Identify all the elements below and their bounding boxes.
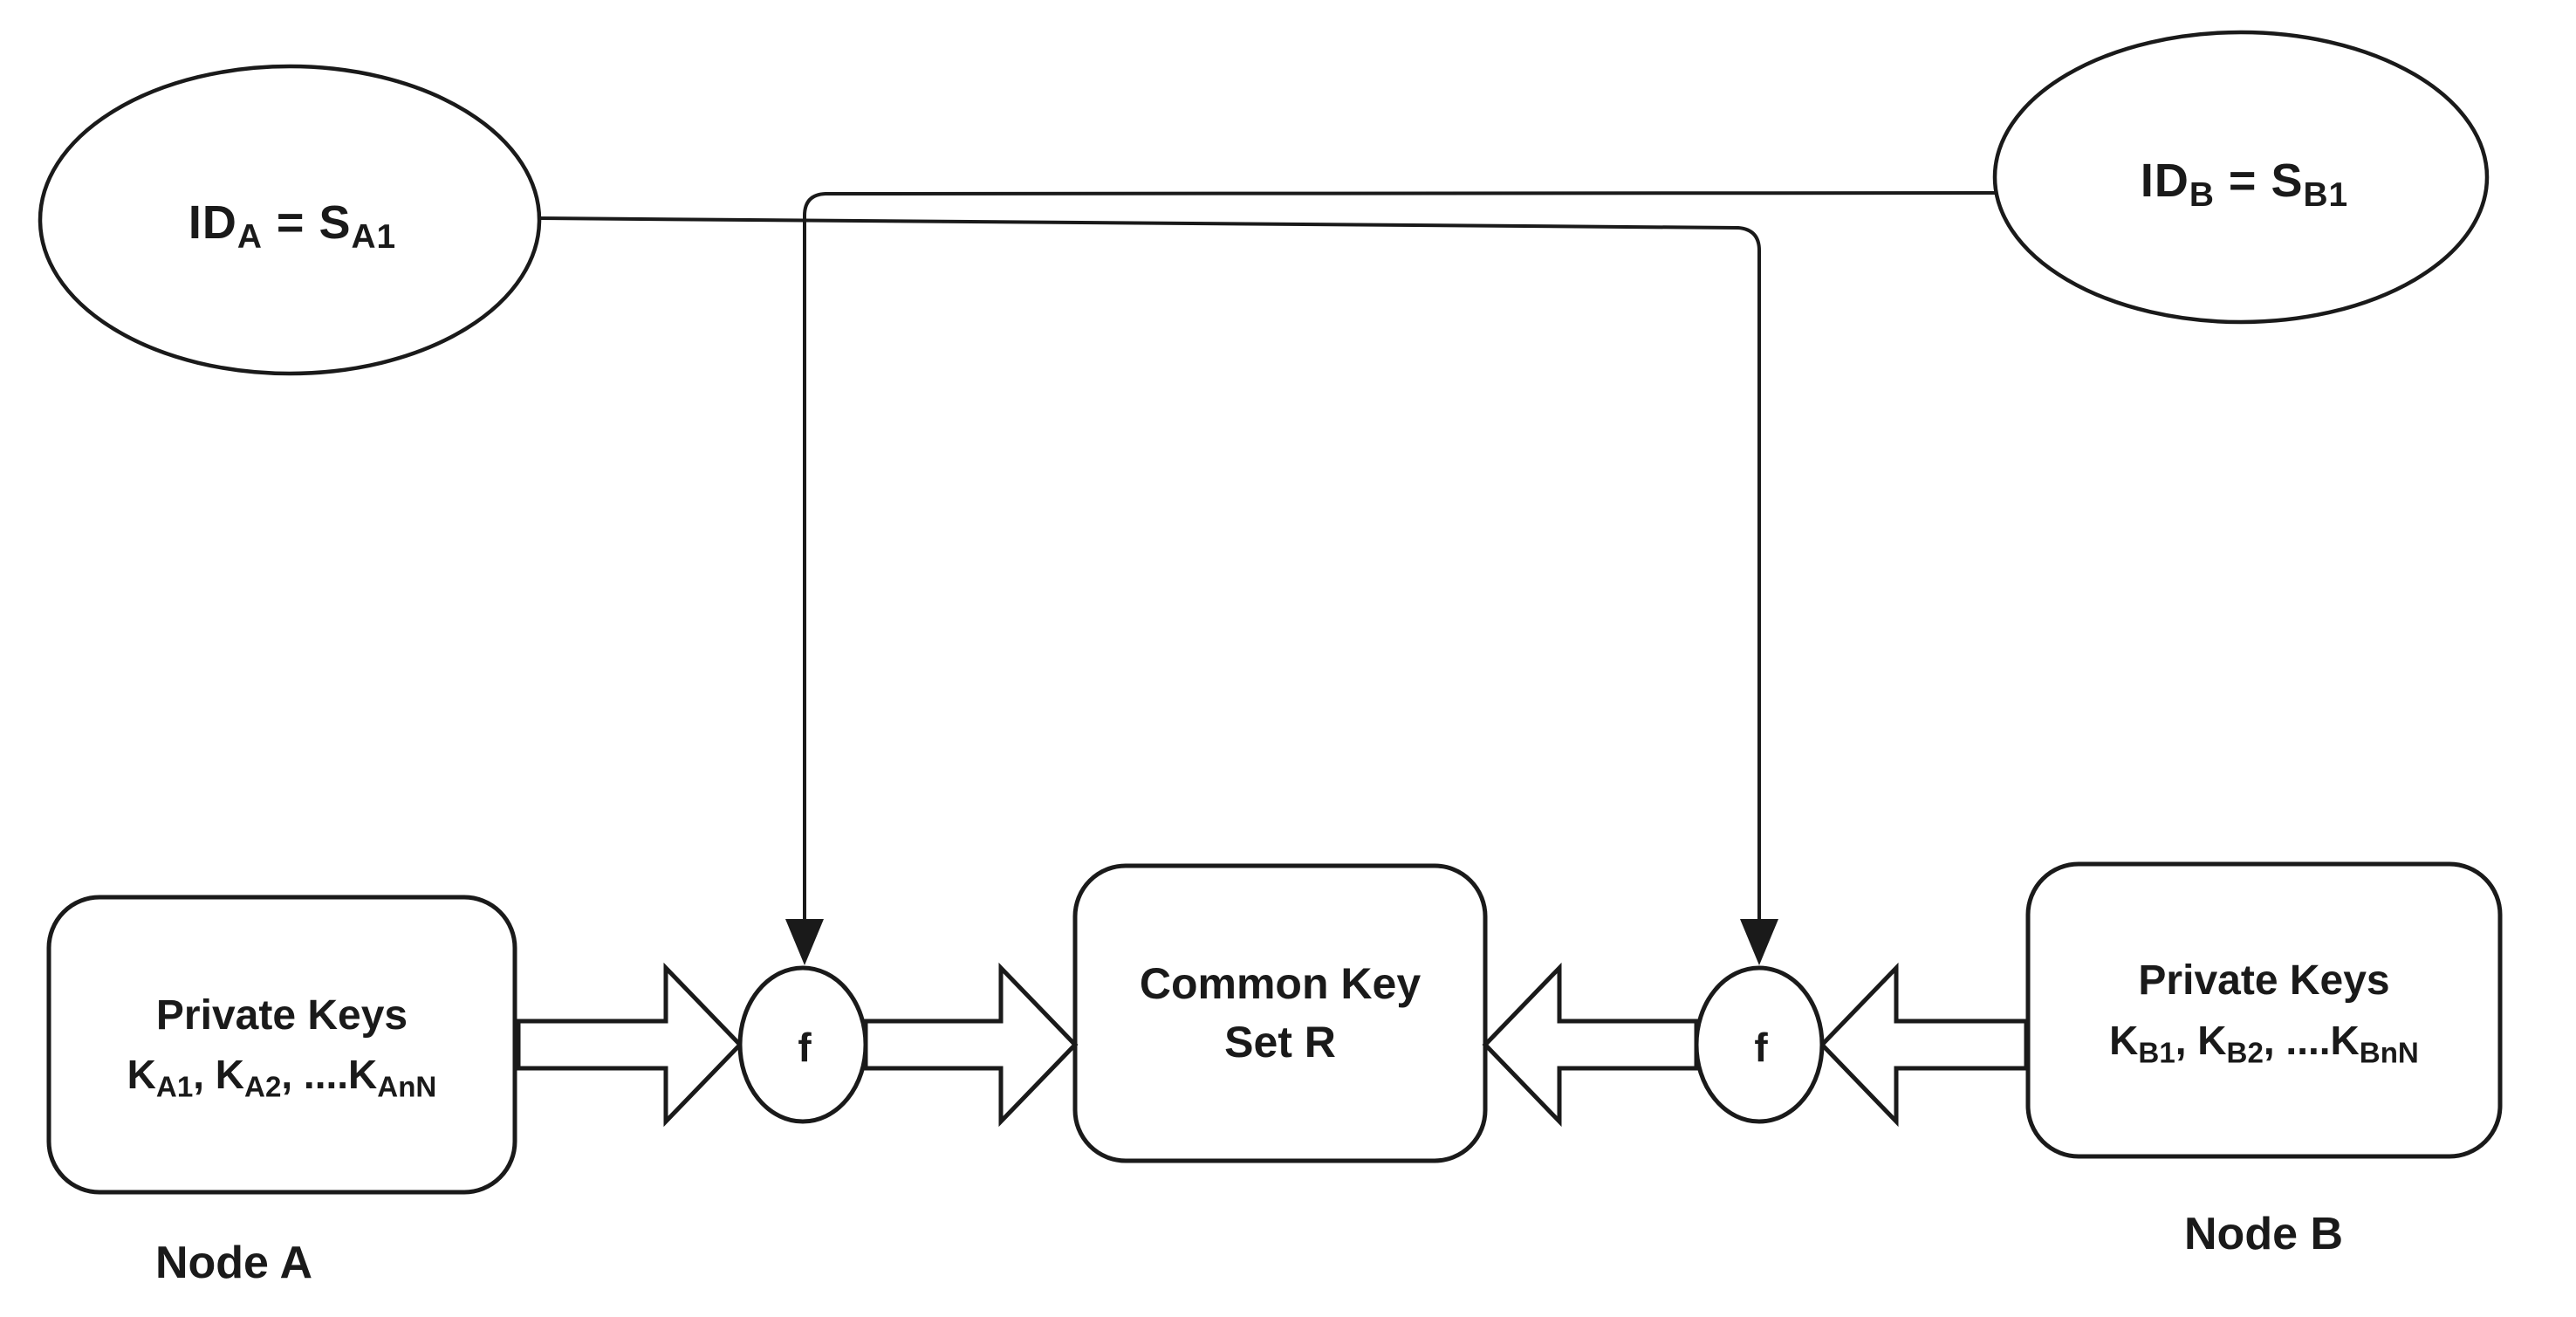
node-a-caption: Node A: [154, 1238, 313, 1288]
f-circle-right: [1694, 965, 1825, 1124]
id-b-sub: B: [2189, 175, 2215, 214]
id-b-ellipse: [1992, 30, 2490, 325]
keys-a-s1: A1: [155, 1071, 194, 1104]
keys-b-sep2: , ....: [2263, 1017, 2331, 1063]
id-b-equals: =: [2214, 154, 2271, 207]
f-left-label: f: [798, 1025, 812, 1070]
id-b-base: ID: [2140, 154, 2189, 207]
block-arrow-f-to-commonbox-right: [1482, 962, 1699, 1128]
line-ida-to-f-right: [534, 216, 1761, 923]
keys-a-s2: A2: [244, 1071, 282, 1104]
private-keys-b-box: [2025, 861, 2503, 1159]
id-a-s: S: [319, 196, 352, 249]
id-b-s: S: [2271, 154, 2304, 207]
common-key-line1: Common Key: [1139, 958, 1422, 1008]
id-a-s-sub: A1: [351, 217, 397, 256]
keys-a-k1: K: [127, 1052, 156, 1098]
keys-a-k2: K: [215, 1052, 245, 1098]
line-idb-to-f-left: [803, 191, 1997, 923]
f-right-label: f: [1754, 1025, 1768, 1070]
private-keys-b-text: Private Keys KB1, KB2, ....KBnN: [2028, 864, 2500, 1156]
private-keys-a-box: [46, 895, 517, 1195]
private-keys-b-list: KB1, KB2, ....KBnN: [2109, 1012, 2419, 1070]
keys-b-s2: B2: [2226, 1037, 2264, 1070]
arrowhead-into-f-right: [1740, 919, 1778, 965]
id-b-label: IDB = SB1: [2140, 154, 2348, 212]
keys-a-s3: AnN: [377, 1071, 437, 1104]
common-key-set-box: [1072, 863, 1488, 1163]
private-keys-a-list: KA1, KA2, ....KAnN: [127, 1046, 437, 1104]
id-b-s-sub: B1: [2303, 175, 2349, 214]
common-key-set-text: Common Key Set R: [1075, 866, 1485, 1161]
f-circle-left: [737, 965, 868, 1124]
keys-b-s3: BnN: [2359, 1037, 2419, 1070]
block-arrow-f-to-commonbox-left: [863, 962, 1079, 1128]
keys-a-sep1: ,: [193, 1052, 216, 1098]
node-b-caption: Node B: [2184, 1209, 2343, 1259]
keys-b-k1: K: [2109, 1017, 2139, 1063]
block-arrow-keysB-to-f: [1819, 962, 2029, 1128]
id-a-equals: =: [262, 196, 319, 249]
id-a-base: ID: [188, 196, 237, 249]
keys-b-k2: K: [2197, 1017, 2227, 1063]
common-key-line2: Set R: [1224, 1018, 1336, 1067]
arrowhead-into-f-left: [785, 919, 824, 965]
keys-b-sep1: ,: [2175, 1017, 2198, 1063]
keys-b-s1: B1: [2138, 1037, 2175, 1070]
id-a-ellipse: [38, 64, 542, 376]
private-keys-a-title: Private Keys: [155, 991, 408, 1039]
keys-a-k3: K: [348, 1052, 378, 1098]
id-a-sub: A: [236, 217, 263, 256]
private-keys-a-text: Private Keys KA1, KA2, ....KAnN: [49, 897, 515, 1192]
keys-b-k3: K: [2330, 1017, 2360, 1063]
block-arrow-keysA-to-f: [516, 962, 743, 1128]
private-keys-b-title: Private Keys: [2138, 957, 2390, 1005]
keys-a-sep2: , ....: [281, 1052, 349, 1098]
id-a-label: IDA = SA1: [188, 195, 396, 254]
